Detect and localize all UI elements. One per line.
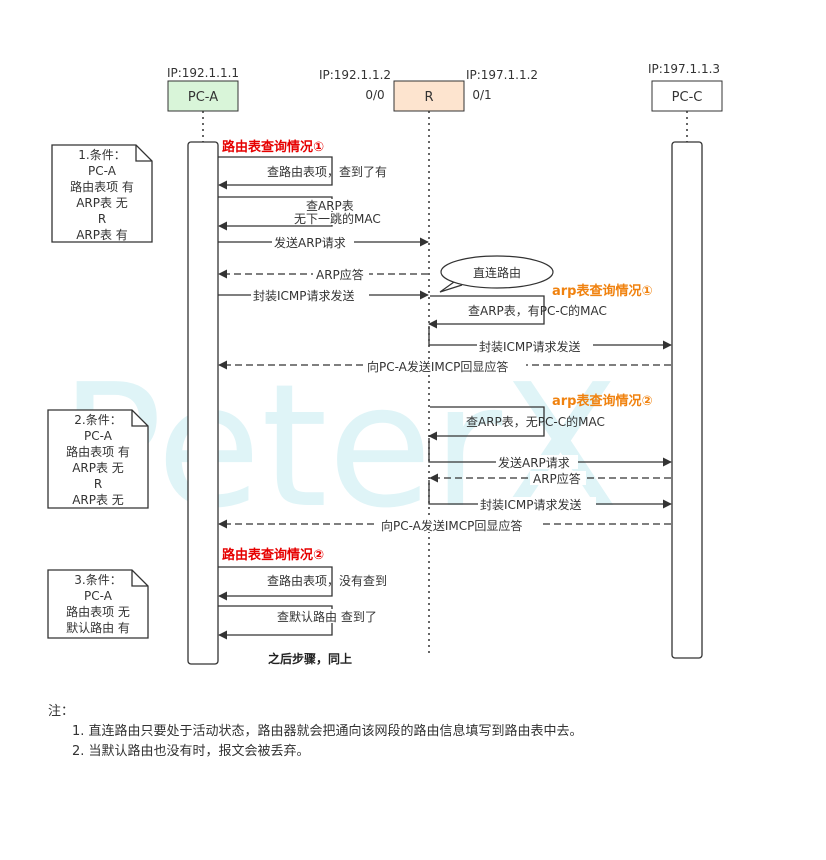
footnote-item: 1. 直连路由只要处于活动状态，路由器就会把通向该网段的路由信息填写到路由表中去… [72,724,583,739]
section-arp-query-1: arp表查询情况① [552,283,653,299]
condition-3-line: 路由表项 无 [66,604,130,619]
message-arp-request: 发送ARP请求 [274,235,346,250]
condition-note-3: 3.条件： PC-A 路由表项 无 默认路由 有 [47,569,149,639]
self-message-arp-lookup [218,196,333,231]
node-pcc: PC-C IP:197.1.1.3 [648,62,723,112]
callout-text: 直连路由 [473,265,521,280]
message-route-not-found: 查路由表项，没有查到 [267,573,387,588]
message-arp-lookup: 查ARP表 [306,199,354,213]
message-default-route: 查默认路由 查到了 [277,609,377,624]
message-router-arp-none: 查ARP表，无PC-C的MAC [466,414,605,429]
section-arp-query-2: arp表查询情况② [552,393,653,409]
pca-ip: IP:192.1.1.1 [167,66,239,80]
condition-2-line: 2.条件： [74,413,121,427]
condition-2-line: ARP表 无 [72,461,124,475]
pca-box [167,80,239,112]
condition-3-line: 默认路由 有 [66,620,130,635]
node-router: R IP:192.1.1.2 IP:197.1.1.2 0/0 0/1 [319,68,538,112]
pca-activation-bar [187,141,219,665]
condition-2-line: R [94,477,102,491]
router-box [393,80,465,112]
pca-label: PC-A [188,90,218,105]
pcc-activation-bar [671,141,703,659]
router-ip-right: IP:197.1.1.2 [466,68,538,82]
node-pca: PC-A IP:192.1.1.1 [167,66,239,112]
condition-1-line: 1.条件： [78,148,125,162]
message-echo-reply-2: 向PC-A发送IMCP回显应答 [381,518,522,533]
message-router-arp-request: 发送ARP请求 [498,455,570,470]
self-message-router-arp-has [428,295,545,329]
router-ip-left: IP:192.1.1.2 [319,68,391,82]
router-port-left: 0/0 [365,88,384,102]
message-arp-reply: ARP应答 [316,267,364,282]
message-route-lookup: 查路由表项，查到了有 [267,164,387,179]
message-icmp-to-pcc-2: 封装ICMP请求发送 [480,497,582,512]
pcc-box [651,80,723,112]
pcc-ip: IP:197.1.1.3 [648,62,720,76]
condition-1-line: 路由表项 有 [70,179,134,194]
condition-3-line: 3.条件： [74,573,121,587]
footnotes: 注： 1. 直连路由只要处于活动状态，路由器就会把通向该网段的路由信息填写到路由… [48,702,583,762]
condition-3-line: PC-A [84,589,113,603]
condition-1-line: ARP表 无 [76,196,128,210]
router-port-right: 0/1 [472,88,491,102]
self-message-route-lookup [218,156,333,190]
self-message-route-not-found [218,566,333,601]
message-icmp-to-pcc: 封装ICMP请求发送 [479,339,581,354]
message-router-arp-has: 查ARP表，有PC-C的MAC [468,303,607,318]
self-message-router-arp-none [428,406,545,441]
condition-1-line: PC-A [88,164,117,178]
condition-1-line: R [98,212,106,226]
section-route-query-1: 路由表查询情况① [222,139,324,155]
after-steps-note: 之后步骤，同上 [268,651,352,666]
condition-note-2: 2.条件： PC-A 路由表项 有 ARP表 无 R ARP表 无 [47,409,149,509]
router-label: R [424,90,433,105]
condition-2-line: PC-A [84,429,113,443]
watermark-text: PeterX [60,348,619,546]
message-echo-reply-1: 向PC-A发送IMCP回显应答 [367,359,508,374]
callout-direct-route: 直连路由 [439,255,554,293]
pcc-label: PC-C [672,90,703,105]
message-no-next-hop-mac: 无下一跳的MAC [294,211,381,226]
condition-note-1: 1.条件： PC-A 路由表项 有 ARP表 无 R ARP表 有 [51,144,153,243]
arrow-router-arp-request [428,438,672,467]
condition-1-line: ARP表 有 [76,228,128,242]
condition-2-line: 路由表项 有 [66,444,130,459]
footnote-item: 2. 当默认路由也没有时，报文会被丢弃。 [72,744,310,759]
condition-2-line: ARP表 无 [72,493,124,507]
message-router-arp-reply: ARP应答 [533,471,581,486]
message-icmp-to-router: 封装ICMP请求发送 [253,288,355,303]
section-route-query-2: 路由表查询情况② [222,547,324,563]
footnotes-title: 注： [48,704,75,719]
